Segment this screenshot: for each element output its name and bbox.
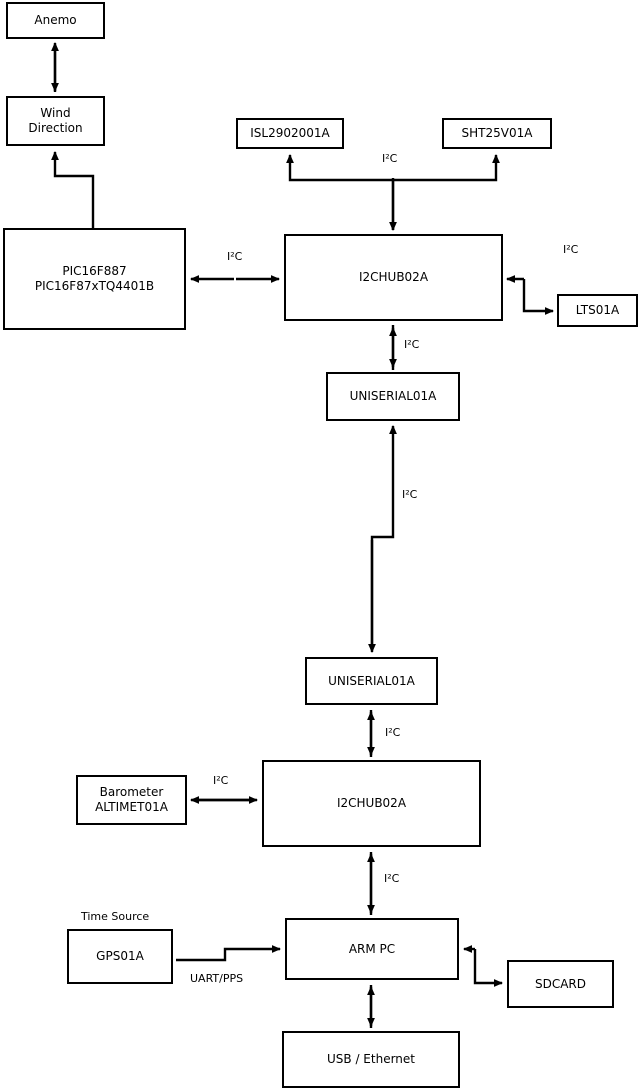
node-sht25v01a[interactable]: SHT25V01A	[442, 118, 552, 149]
edge-label-i2c-hub-lts: I²C	[563, 243, 579, 256]
node-i2chub02a-top-label: I2CHUB02A	[358, 270, 429, 285]
wire-gps-armpc	[176, 945, 281, 962]
node-usb-ethernet[interactable]: USB / Ethernet	[282, 1031, 460, 1088]
node-sdcard-label: SDCARD	[534, 976, 587, 991]
wire-hub-sensorbus	[286, 154, 395, 230]
edge-label-i2c-uniserial-link: I²C	[402, 488, 418, 501]
node-pic-label: PIC16F887 PIC16F87xTQ4401B	[34, 264, 155, 293]
node-lts01a-label: LTS01A	[575, 303, 620, 318]
node-uniserial01a-bottom-label: UNISERIAL01A	[328, 673, 415, 688]
node-uniserial01a-top-label: UNISERIAL01A	[349, 389, 437, 404]
edge-label-i2c-hub-uniserial-top: I²C	[404, 338, 420, 351]
wire-hub-lts	[522, 279, 554, 315]
edge-label-i2c-sensors-top: I²C	[382, 152, 398, 165]
wire-pic-winddir	[51, 151, 95, 228]
node-anemo[interactable]: Anemo	[6, 2, 105, 39]
node-barometer-label: Barometer ALTIMET01A	[95, 785, 168, 814]
wire-uniserial-link-up	[370, 425, 397, 645]
edge-label-i2c-barometer: I²C	[213, 774, 229, 787]
node-lts01a[interactable]: LTS01A	[557, 294, 638, 327]
edge-label-uart-pps: UART/PPS	[190, 972, 244, 985]
node-sdcard[interactable]: SDCARD	[507, 960, 614, 1008]
edge-label-i2c-uniserial-hub-bottom: I²C	[385, 726, 401, 739]
edge-label-i2c-pic-hub: I²C	[227, 250, 243, 263]
node-isl2902001a[interactable]: ISL2902001A	[236, 118, 344, 149]
node-gps01a-label: GPS01A	[96, 949, 144, 964]
node-gps01a[interactable]: GPS01A	[67, 929, 173, 984]
node-isl2902001a-label: ISL2902001A	[250, 126, 330, 141]
node-i2chub02a-bottom[interactable]: I2CHUB02A	[262, 760, 481, 847]
wire-sensorbus-sht	[393, 154, 500, 182]
edge-label-i2c-hub-armpc: I²C	[384, 872, 400, 885]
label-time-source: Time Source	[81, 910, 150, 923]
node-sht25v01a-label: SHT25V01A	[461, 126, 533, 141]
node-i2chub02a-bottom-label: I2CHUB02A	[336, 796, 407, 811]
node-uniserial01a-top[interactable]: UNISERIAL01A	[326, 372, 460, 421]
node-arm-pc[interactable]: ARM PC	[285, 918, 459, 980]
node-barometer-altimet01a[interactable]: Barometer ALTIMET01A	[76, 775, 187, 825]
node-i2chub02a-top[interactable]: I2CHUB02A	[284, 234, 503, 321]
node-uniserial01a-bottom[interactable]: UNISERIAL01A	[305, 657, 438, 705]
node-wind-direction-label: Wind Direction	[28, 106, 83, 135]
node-pic-microcontroller[interactable]: PIC16F887 PIC16F87xTQ4401B	[3, 228, 186, 330]
node-usb-ethernet-label: USB / Ethernet	[327, 1052, 415, 1067]
node-wind-direction[interactable]: Wind Direction	[6, 96, 105, 146]
node-arm-pc-label: ARM PC	[348, 941, 396, 956]
node-anemo-label: Anemo	[34, 13, 77, 28]
wire-armpc-sdcard	[473, 949, 503, 987]
